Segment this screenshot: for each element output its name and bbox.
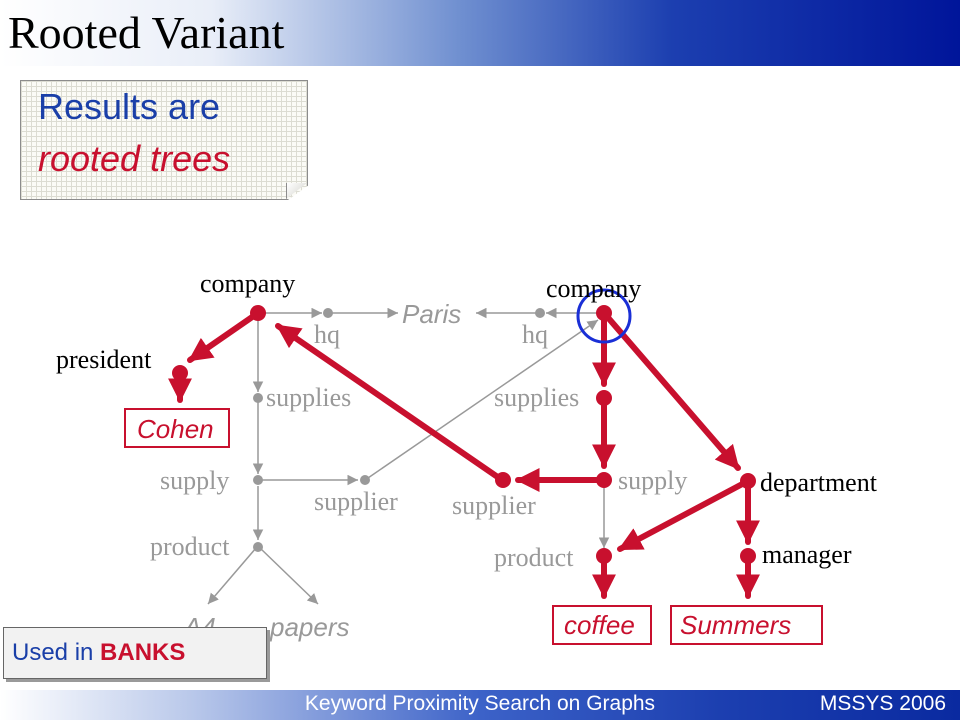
node-supply-right: [596, 472, 612, 488]
node-product-left: [253, 542, 263, 552]
keyword-coffee: coffee: [564, 610, 635, 640]
banks-name: BANKS: [100, 639, 186, 666]
edge-red-supplier-company: [275, 323, 505, 483]
title-bar: [0, 0, 960, 66]
edge-red-company-department: [601, 310, 741, 471]
label-paris: Paris: [402, 299, 461, 329]
keyword-box-coffee: [552, 605, 652, 645]
label-product-left: product: [150, 532, 230, 561]
footer-venue: MSSYS 2006: [819, 692, 946, 715]
banks-callout-box: [3, 627, 267, 679]
slide-title: Rooted Variant: [8, 7, 285, 58]
node-supply-left: [253, 475, 263, 485]
node-supplies-left: [253, 393, 263, 403]
node-company-left: [250, 305, 266, 321]
label-company-left: company: [200, 269, 295, 298]
node-product-right: [596, 548, 612, 564]
label-company-right: company: [546, 274, 641, 303]
node-hq-right: [535, 308, 545, 318]
edge-product-papers: [259, 547, 319, 605]
note-line-results-are: Results are: [38, 86, 221, 127]
edge-supplier-company-right: [367, 319, 599, 479]
label-supply-right: supply: [618, 466, 687, 495]
footer-talk-title: Keyword Proximity Search on Graphs: [304, 692, 656, 715]
sticky-note: [20, 80, 308, 200]
node-supplier-right: [495, 472, 511, 488]
node-hq-left: [323, 308, 333, 318]
node-supplier-left: [360, 475, 370, 485]
label-hq-right: hq: [522, 320, 548, 349]
label-papers: papers: [269, 612, 350, 642]
keyword-summers: Summers: [680, 610, 791, 640]
label-supplies-left: supplies: [266, 383, 351, 412]
label-product-right: product: [494, 543, 574, 572]
label-president: president: [56, 345, 152, 374]
keyword-box-summers: [670, 605, 823, 645]
node-manager: [740, 548, 756, 564]
node-department: [740, 473, 756, 489]
label-supplier-left: supplier: [314, 487, 398, 516]
keyword-box-cohen: [124, 408, 230, 448]
label-supplies-right: supplies: [494, 383, 579, 412]
node-company-right: [596, 305, 612, 321]
edge-product-a4: [207, 547, 257, 605]
label-manager: manager: [762, 540, 852, 569]
label-department: department: [760, 468, 878, 497]
banks-prefix: Used in: [12, 639, 94, 666]
node-supplies-right: [596, 390, 612, 406]
root-highlight-circle: [576, 288, 632, 344]
node-president: [172, 365, 188, 381]
edge-red-company-president: [187, 310, 261, 363]
label-supply-left: supply: [160, 466, 229, 495]
keyword-cohen: Cohen: [137, 414, 214, 444]
note-line-rooted-trees: rooted trees: [38, 138, 231, 179]
footer-bar: [0, 690, 960, 720]
banks-callout-text: Used in BANKS: [12, 639, 185, 667]
edge-red-department-product: [617, 478, 751, 552]
label-supplier-right: supplier: [452, 491, 536, 520]
label-hq-left: hq: [314, 320, 340, 349]
